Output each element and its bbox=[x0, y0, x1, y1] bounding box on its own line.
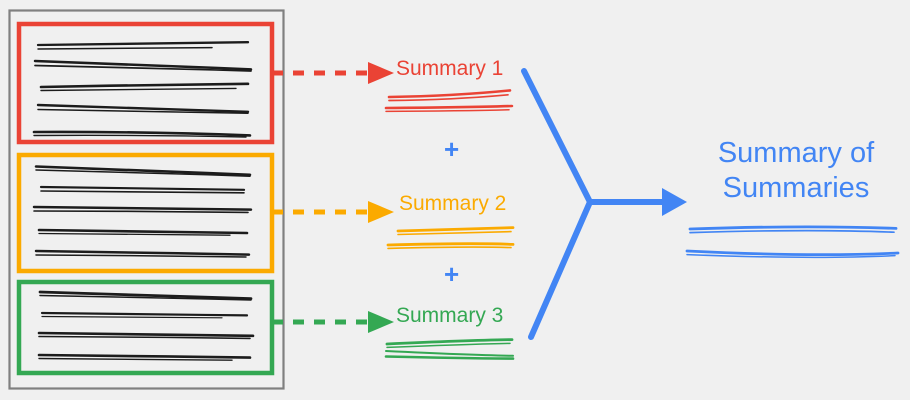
plus-operator-2-icon: + bbox=[444, 259, 460, 289]
arrow-section-2-to-summary-2 bbox=[272, 201, 394, 223]
merge-arrow bbox=[521, 68, 687, 340]
summary-3-squiggles bbox=[384, 338, 515, 360]
final-summary-line-2: Summaries bbox=[722, 172, 870, 205]
summary-1-label: Summary 1 bbox=[396, 57, 504, 80]
arrowhead-green bbox=[368, 311, 394, 333]
arrow-section-1-to-summary-1 bbox=[272, 62, 394, 84]
source-document bbox=[8, 9, 285, 390]
section-2-text-lines bbox=[32, 165, 253, 258]
document-frame bbox=[8, 9, 285, 390]
merge-branch-top bbox=[521, 68, 593, 205]
summary-3-label: Summary 3 bbox=[396, 304, 504, 327]
arrowhead-blue bbox=[662, 188, 687, 216]
section-1-text-lines bbox=[32, 41, 253, 138]
plus-operator-1-icon: + bbox=[444, 134, 460, 164]
arrowhead-red bbox=[368, 62, 394, 84]
final-summary-squiggles bbox=[685, 225, 900, 259]
merge-branch-bottom bbox=[528, 199, 593, 340]
summary-2-squiggles bbox=[386, 226, 515, 250]
section-3-text-lines bbox=[37, 290, 255, 361]
summary-1-squiggles bbox=[384, 89, 514, 113]
section-1-highlight-box bbox=[16, 21, 275, 145]
arrowhead-orange bbox=[368, 201, 394, 223]
final-summary-label: Summary of Summaries bbox=[690, 136, 902, 207]
summary-2-label: Summary 2 bbox=[399, 192, 507, 215]
document-section-red[interactable] bbox=[16, 21, 275, 145]
document-section-green[interactable] bbox=[16, 279, 275, 376]
arrow-section-3-to-summary-3 bbox=[272, 311, 394, 333]
final-summary-line-1: Summary of bbox=[717, 137, 875, 169]
section-3-highlight-box bbox=[16, 279, 275, 376]
